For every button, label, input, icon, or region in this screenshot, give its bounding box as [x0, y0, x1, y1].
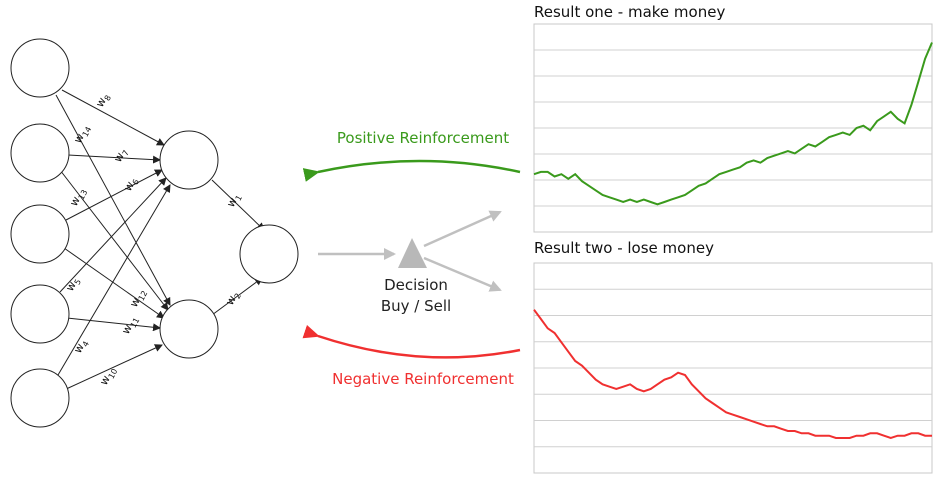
weight-label-w11: w11	[119, 313, 141, 337]
negative-reinforcement-label: Negative Reinforcement	[332, 370, 514, 388]
weight-label-w5: w5	[63, 275, 83, 294]
positive-reinforcement-arrow	[302, 159, 521, 182]
input-node-3	[10, 204, 70, 264]
weight-labels: w8 w14 w7 w13 w6 w5 w12 w11 w4 w10 w1 w2	[63, 91, 244, 388]
weight-label-w2: w2	[223, 289, 243, 308]
network-nodes	[10, 38, 299, 428]
edge-h1-o	[211, 179, 265, 231]
edge-i1-h1	[61, 89, 165, 146]
result-one-chart: Result one - make money	[533, 3, 933, 233]
result-one-grid	[534, 49, 932, 207]
edge-i5-h1	[57, 184, 171, 376]
result-two-title: Result two - lose money	[534, 239, 714, 257]
edge-i5-h2	[63, 344, 163, 391]
result-two-grid	[534, 288, 932, 448]
edge-i4-h1	[59, 177, 167, 293]
edge-i2-h2	[59, 169, 169, 311]
reinforcement-arrows: Positive Reinforcement Negative Reinforc…	[302, 129, 521, 388]
result-one-series-line	[533, 42, 933, 206]
decision-triangle-icon	[398, 238, 427, 268]
weight-label-w6: w6	[121, 175, 141, 194]
weight-label-w12: w12	[127, 286, 149, 310]
weight-label-w13: w13	[67, 185, 89, 209]
edge-i2-h1	[67, 154, 161, 164]
weight-label-w7: w7	[111, 146, 131, 165]
input-node-1	[10, 38, 70, 98]
result-one-title: Result one - make money	[534, 3, 725, 21]
edge-i4-h2	[66, 317, 161, 332]
input-node-4	[10, 284, 70, 344]
weight-label-w14: w14	[71, 122, 93, 146]
decision-up-arrow	[423, 210, 502, 248]
result-two-series-line	[533, 309, 932, 440]
output-node	[239, 224, 299, 284]
hidden-node-1	[159, 130, 219, 190]
weight-label-w1: w1	[224, 191, 244, 210]
negative-reinforcement-arrow	[302, 324, 521, 359]
network-edges	[55, 89, 265, 391]
decision-label: Decision	[384, 276, 448, 294]
weight-label-w8: w8	[93, 91, 113, 110]
decision-block: Decision Buy / Sell	[318, 210, 502, 315]
edge-i3-h2	[63, 247, 165, 319]
weight-label-w10: w10	[97, 364, 119, 388]
decision-down-arrow	[423, 256, 502, 292]
positive-reinforcement-label: Positive Reinforcement	[337, 129, 509, 147]
edge-h2-o	[211, 277, 263, 316]
decision-sublabel: Buy / Sell	[381, 297, 451, 315]
input-node-5	[10, 368, 70, 428]
weight-label-w4: w4	[71, 337, 91, 356]
result-two-chart: Result two - lose money	[533, 239, 933, 474]
edge-i1-h2	[55, 94, 171, 306]
input-node-2	[10, 123, 70, 183]
edge-i3-h1	[65, 169, 163, 221]
hidden-node-2	[159, 299, 219, 359]
